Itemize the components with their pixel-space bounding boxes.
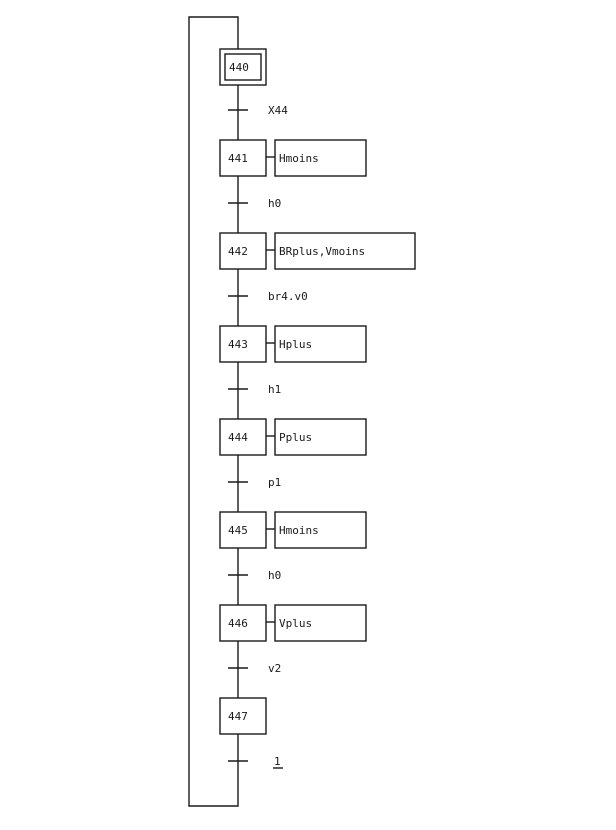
transition-condition: br4.v0 (268, 290, 308, 303)
step-box (219, 511, 267, 549)
step-inner-frame (224, 53, 262, 81)
step-447: 447 (219, 697, 267, 735)
action-box (274, 511, 367, 549)
step-box (219, 604, 267, 642)
action-box (274, 418, 367, 456)
action-label: BRplus,Vmoins (279, 245, 365, 258)
transition-condition: p1 (268, 476, 281, 489)
step-number: 445 (228, 524, 248, 537)
action-box (274, 232, 416, 270)
step-box (219, 139, 267, 177)
action-label: Pplus (279, 431, 312, 444)
action-label: Hmoins (279, 152, 319, 165)
transition-condition: h0 (268, 569, 281, 582)
action-box (274, 139, 367, 177)
action-label: Vplus (279, 617, 312, 630)
action-label: Hmoins (279, 524, 319, 537)
action-label: Hplus (279, 338, 312, 351)
step-442: 442 BRplus,Vmoins (219, 232, 416, 270)
step-number: 442 (228, 245, 248, 258)
step-441: 441 Hmoins (219, 139, 367, 177)
step-number: 443 (228, 338, 248, 351)
step-444: 444 Pplus (219, 418, 367, 456)
step-number: 441 (228, 152, 248, 165)
step-443: 443 Hplus (219, 325, 367, 363)
step-number: 446 (228, 617, 248, 630)
step-box (219, 232, 267, 270)
step-446: 446 Vplus (219, 604, 367, 642)
step-number: 447 (228, 710, 248, 723)
transition-condition: v2 (268, 662, 281, 675)
step-number: 444 (228, 431, 248, 444)
action-box (274, 604, 367, 642)
loop-back-line (188, 16, 239, 807)
step-box (219, 418, 267, 456)
transition-condition: X44 (268, 104, 288, 117)
transition-condition: h1 (268, 383, 281, 396)
step-box (219, 697, 267, 735)
transition-condition: h0 (268, 197, 281, 210)
step-445: 445 Hmoins (219, 511, 367, 549)
step-box (219, 325, 267, 363)
action-box (274, 325, 367, 363)
step-number: 440 (229, 61, 249, 74)
transition-condition-underlined: 1 (274, 755, 281, 768)
step-440: 440 (219, 48, 267, 86)
